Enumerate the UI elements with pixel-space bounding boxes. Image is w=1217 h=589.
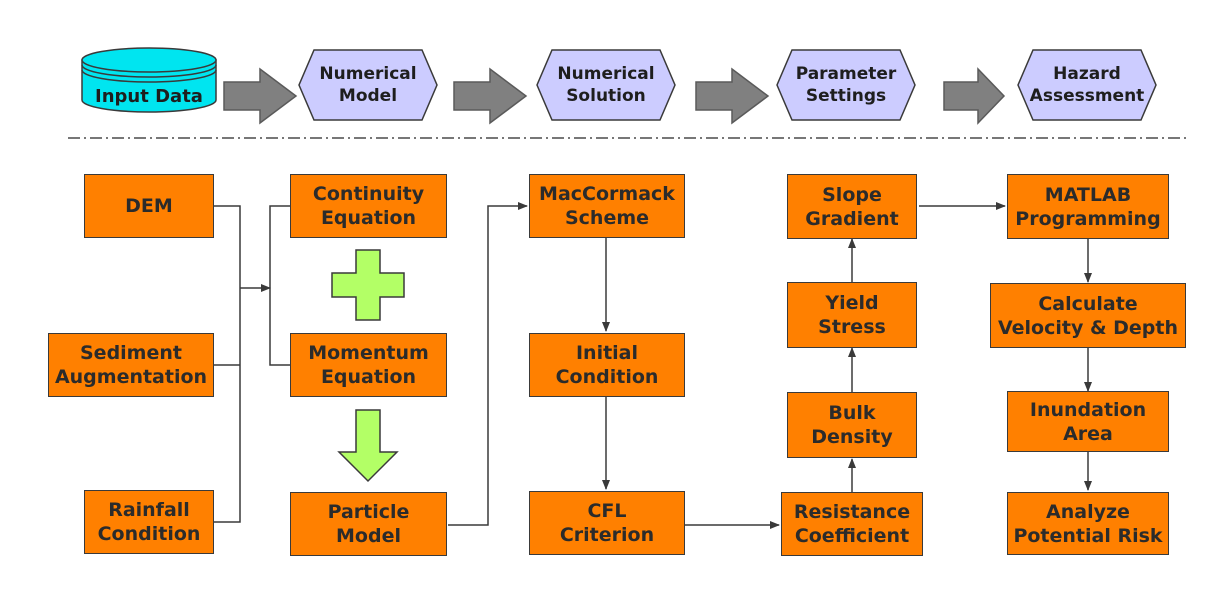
box-rainfall-condition: Rainfall Condition bbox=[84, 490, 214, 554]
box-slope-gradient: Slope Gradient bbox=[787, 174, 917, 239]
box-sediment-augmentation: Sediment Augmentation bbox=[48, 333, 214, 397]
box-continuity-equation: Continuity Equation bbox=[290, 174, 447, 238]
pipeline-arrow-1 bbox=[223, 67, 298, 125]
input-data-cylinder bbox=[81, 47, 217, 113]
pipeline-arrow-4 bbox=[943, 67, 1006, 125]
hex-numerical-model bbox=[298, 49, 438, 121]
stage-parameter-settings: Parameter Settings bbox=[795, 64, 897, 106]
stage-numerical-solution: Numerical Solution bbox=[557, 64, 655, 106]
input-merge-connectors bbox=[214, 205, 290, 523]
stage-numerical-model: Numerical Model bbox=[319, 64, 417, 106]
box-inundation-area: Inundation Area bbox=[1007, 391, 1169, 452]
connector-particle-maccormack bbox=[448, 202, 528, 526]
box-calculate-velocity-depth: Calculate Velocity & Depth bbox=[990, 283, 1186, 348]
input-data-label: Input Data bbox=[95, 85, 203, 107]
hex-hazard-assessment bbox=[1017, 49, 1157, 121]
box-maccormack-scheme: MacCormack Scheme bbox=[529, 174, 685, 238]
box-yield-stress: Yield Stress bbox=[787, 282, 917, 348]
down-arrow-icon bbox=[337, 409, 399, 483]
plus-icon bbox=[331, 249, 405, 321]
box-analyze-potential-risk: Analyze Potential Risk bbox=[1007, 492, 1169, 555]
box-resistance-coefficient: Resistance Coefficient bbox=[781, 492, 923, 556]
box-dem: DEM bbox=[84, 174, 214, 238]
box-initial-condition: Initial Condition bbox=[529, 333, 685, 397]
box-momentum-equation: Momentum Equation bbox=[290, 333, 447, 397]
box-matlab-programming: MATLAB Programming bbox=[1007, 174, 1169, 239]
hex-numerical-solution bbox=[536, 49, 676, 121]
pipeline-arrow-3 bbox=[695, 67, 770, 125]
box-cfl-criterion: CFL Criterion bbox=[529, 491, 685, 555]
stage-hazard-assessment: Hazard Assessment bbox=[1029, 64, 1145, 106]
hex-parameter-settings bbox=[776, 49, 916, 121]
box-bulk-density: Bulk Density bbox=[787, 392, 917, 458]
box-particle-model: Particle Model bbox=[290, 492, 447, 556]
pipeline-arrow-2 bbox=[453, 67, 528, 125]
